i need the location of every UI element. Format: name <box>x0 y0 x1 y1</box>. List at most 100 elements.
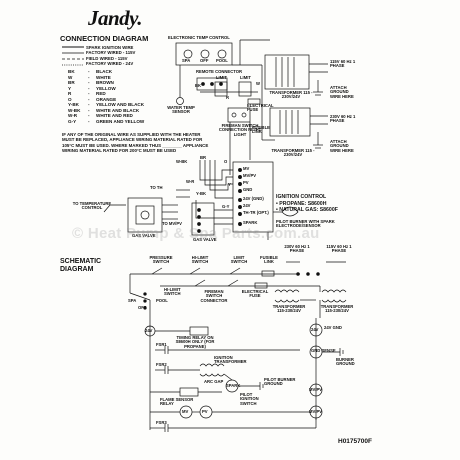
sch-fsr3: FSR3 <box>156 420 167 425</box>
terminal-mv-pv: MV/PV <box>243 173 257 178</box>
fireman-switch-box <box>227 107 251 123</box>
sch-transformer-2: TRANSFORMER 115-230/24V <box>320 304 354 314</box>
label-limit-1: LIMIT <box>216 75 227 80</box>
wire-key-field-115: FIELD WIRED - 115V <box>86 55 128 61</box>
sch-timing-relay: TIMING RELAY ON S8600H ONLY (FOR PROPANE… <box>175 335 215 349</box>
part-number: H0175700F <box>338 438 372 445</box>
replacement-note: IF ANY OF THE ORIGINAL WIRE AS SUPPLIED … <box>62 132 209 153</box>
sch-24v-a: 24V <box>145 328 153 333</box>
wire-key-spark: SPARK IGNITION WIRE <box>86 45 134 50</box>
label-gas-valve-right: GAS VALVE <box>193 237 217 242</box>
legend-row: Y-BK-YELLOW AND BLACK <box>68 102 145 107</box>
sch-pilot-burner-ground: PILOT BURNER GROUND <box>264 377 296 387</box>
label-off: OFF <box>200 58 209 63</box>
legend-row: W-WHITE <box>68 74 111 80</box>
terminal-24v: 24V <box>243 203 251 208</box>
label-attach-ground-2: ATTACH GROUND WIRE HERE <box>330 139 354 153</box>
label-limit-2: LIMIT <box>240 75 251 80</box>
sch-fsr1: FSR1 <box>156 342 167 347</box>
label-electronic-temp-control: ELECTRONIC TEMP CONTROL <box>168 35 230 40</box>
label-pilot-burner: PILOT BURNER WITH SPARK ELECTRODE/SENSOR <box>276 219 335 229</box>
wire-code-y-bk: Y-BK <box>196 191 207 196</box>
legend-row: Y-YELLOW <box>68 85 116 91</box>
schematic-title: SCHEMATIC DIAGRAM <box>60 258 102 273</box>
wire-code-r: R <box>226 95 230 100</box>
legend-row: BK-BLACK <box>68 69 113 74</box>
sch-pv: PV <box>202 409 208 414</box>
terminal-spark: SPARK <box>243 220 258 225</box>
sch-burner-ground: BURNER GROUND <box>336 357 355 367</box>
sch-supply-230: 230V 60 Hz 1 PHASE <box>284 244 310 254</box>
gas-valve-left-box <box>127 197 163 233</box>
wire-code-bk: BK <box>195 83 202 88</box>
wire-code-g-y: G-Y <box>222 204 230 209</box>
wire-code-w: W <box>256 81 260 86</box>
sch-mv-pv-1: MV/PV <box>309 387 323 392</box>
sch-spark: SPARK <box>226 383 241 388</box>
gas-valve-right-box <box>191 202 215 236</box>
temp-control-box <box>175 42 233 66</box>
legend-row: R-RED <box>68 91 106 96</box>
sch-hi-limit-switch: HI-LIMIT SWITCH <box>191 255 209 265</box>
ignition-control-natural-gas: • NATURAL GAS: S8600F <box>276 207 338 213</box>
sch-fusible-link: FUSIBLE LINK <box>260 255 278 265</box>
label-transformer-mid: TRANSFORMER 115 - 230V/24V <box>271 148 315 158</box>
sch-spa: SPA <box>128 298 137 303</box>
wire-code-o: O <box>224 159 228 164</box>
sch-mv: MV <box>182 409 189 414</box>
brand-logo: Jandy. <box>88 6 142 30</box>
label-spa: SPA <box>182 58 191 63</box>
pilot-burner-symbol <box>281 206 299 217</box>
transformer-mid <box>269 107 311 137</box>
ignition-control-box <box>232 161 274 233</box>
water-temp-sensor-symbol <box>176 97 184 105</box>
label-remote-connector: REMOTE CONNECTOR <box>196 69 242 74</box>
ignition-control-title: IGNITION CONTROL <box>276 194 327 200</box>
wire-key-lines <box>62 46 84 66</box>
label-gas-valve-left: GAS VALVE <box>132 233 156 238</box>
sch-gnd-sense: GND SENSE <box>311 348 336 353</box>
watermark: © Heat Pump & Spa Parts.com.au <box>72 225 320 242</box>
terminal-pv: PV <box>243 180 249 185</box>
label-electrical-fuse: ELECTRICAL FUSE <box>247 103 274 113</box>
wire-key-factory-24: FACTORY WIRED - 24V <box>86 61 134 67</box>
sch-supply-115: 115V 60 Hz 1 PHASE <box>326 244 352 254</box>
legend-row: W-BK-WHITE AND BLACK <box>68 107 140 113</box>
sch-electrical-fuse: ELECTRICAL FUSE <box>241 289 269 299</box>
transformer-top <box>264 54 310 90</box>
sch-hi-limit-switch-2: HI-LIMIT SWITCH <box>164 287 181 297</box>
legend-row: W-R-WHITE AND RED <box>68 113 133 118</box>
sch-mv-pv-2: MV/PV <box>309 409 323 414</box>
ignition-control-label: IGNITION CONTROL • PROPANE: S8600H • NAT… <box>276 194 338 214</box>
sch-arc-gap: ARC GAP <box>204 379 224 384</box>
sch-off: OFF <box>138 305 147 310</box>
legend-row: O-ORANGE <box>68 96 117 102</box>
wire-key-factory-115: FACTORY WIRED - 115V <box>86 50 136 56</box>
ignition-control-propane: • PROPANE: S8600H <box>276 200 327 207</box>
label-to-temperature-control: TO TEMPERATURE CONTROL <box>72 201 112 211</box>
wire-code-w-bk: W-BK <box>176 159 188 164</box>
sch-24v-b: 24V <box>311 327 319 332</box>
label-supply-115: 115V 60 Hz 1 PHASE <box>330 59 356 69</box>
label-transformer-top: TRANSFORMER 115 - 230V/24V <box>269 90 313 100</box>
label-to-th: TO TH <box>150 185 163 190</box>
sch-flame-sensor-relay: FLAME SENSOR RELAY <box>160 397 194 407</box>
color-legend: BK-BLACK W-WHITE BR-BROWN Y-YELLOW R-RED… <box>68 69 144 124</box>
label-attach-ground-1: ATTACH GROUND WIRE HERE <box>330 85 354 99</box>
sch-fsr2: FSR2 <box>156 362 167 367</box>
legend-row: G-Y-GREEN AND YELLOW <box>68 118 145 124</box>
sch-ignition-transformer: IGNITION TRANSFORMER <box>214 355 247 365</box>
wire-code-y: Y <box>228 182 231 187</box>
sch-24v-gnd: 24V GND <box>324 325 342 330</box>
sch-pilot-ignition-switch: PILOT IGNITION SWITCH <box>240 392 259 406</box>
terminal-mv: MV <box>243 166 250 171</box>
connection-diagram <box>103 39 328 240</box>
label-water-temp-sensor: WATER TEMP SENSOR <box>167 105 195 115</box>
sch-fireman-switch: FIREMAN SWITCH CONNECTOR <box>200 289 228 303</box>
schematic-diagram <box>129 261 347 432</box>
sch-pressure-switch: PRESSURE SWITCH <box>149 255 173 265</box>
terminal-th-tr: TH-TR (OPT.) <box>243 210 269 215</box>
sch-transformer-1: TRANSFORMER 115-230/24V <box>272 304 306 314</box>
